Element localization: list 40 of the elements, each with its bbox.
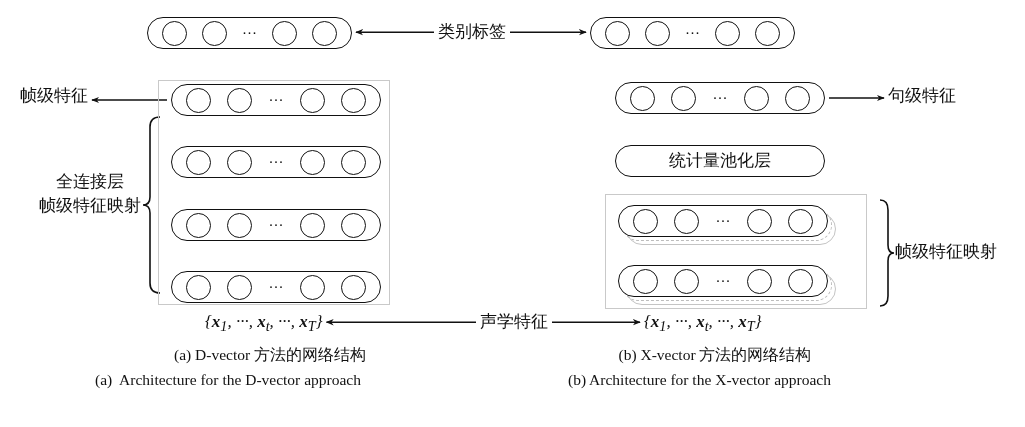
arrow xyxy=(509,29,587,36)
ellipsis-text: ··· xyxy=(684,25,700,41)
layer-pill: 统计量池化层 xyxy=(615,145,825,177)
ellipsis-text: ··· xyxy=(268,217,284,233)
bracket-label: 帧级特征映射 xyxy=(895,242,997,263)
caption-text: (a) Architecture for the D-vector approach xyxy=(95,371,361,390)
node-text: 句级特征 xyxy=(888,86,956,107)
ellipsis-text: ··· xyxy=(268,154,284,170)
bracket-label: 全连接层 xyxy=(55,172,125,193)
layer-pill xyxy=(615,82,825,114)
layer-pill xyxy=(171,146,381,178)
ellipsis-text: ··· xyxy=(715,213,731,229)
ellipsis-text: ··· xyxy=(712,90,728,106)
layer-pill xyxy=(171,84,381,116)
frame-box xyxy=(605,194,867,309)
node-text: 声学特征 xyxy=(480,312,548,333)
caption-text: (b) Architecture for the X-vector approach xyxy=(568,371,831,390)
node-text: 类别标签 xyxy=(438,22,506,43)
arrow xyxy=(828,94,885,102)
layer-pill xyxy=(147,17,352,49)
node-text: 帧级特征 xyxy=(20,86,88,107)
frame-box xyxy=(158,80,390,305)
layer-pill xyxy=(171,209,381,241)
layer-pill xyxy=(618,265,828,297)
caption-text: (a) D-vector 方法的网络结构 xyxy=(172,346,367,365)
arrow xyxy=(91,96,168,104)
caption-text: (b) X-vector 方法的网络结构 xyxy=(617,346,813,365)
arrow xyxy=(551,319,641,326)
ellipsis-text: ··· xyxy=(715,273,731,289)
layer-pill xyxy=(590,17,795,49)
ellipsis-text: ··· xyxy=(241,25,257,41)
layer-pill xyxy=(618,205,828,237)
layer-pill xyxy=(171,271,381,303)
node-text: {x$_{1}$, ···, x$_{t}$, ···, x$_{T}$} xyxy=(644,312,762,336)
node-text: {x$_{1}$, ···, x$_{t}$, ···, x$_{T}$} xyxy=(205,312,323,336)
ellipsis-text: ··· xyxy=(268,279,284,295)
ellipsis-text: ··· xyxy=(268,92,284,108)
arrow xyxy=(325,319,477,326)
arrow xyxy=(355,29,435,36)
bracket-label: 帧级特征映射 xyxy=(38,196,142,217)
